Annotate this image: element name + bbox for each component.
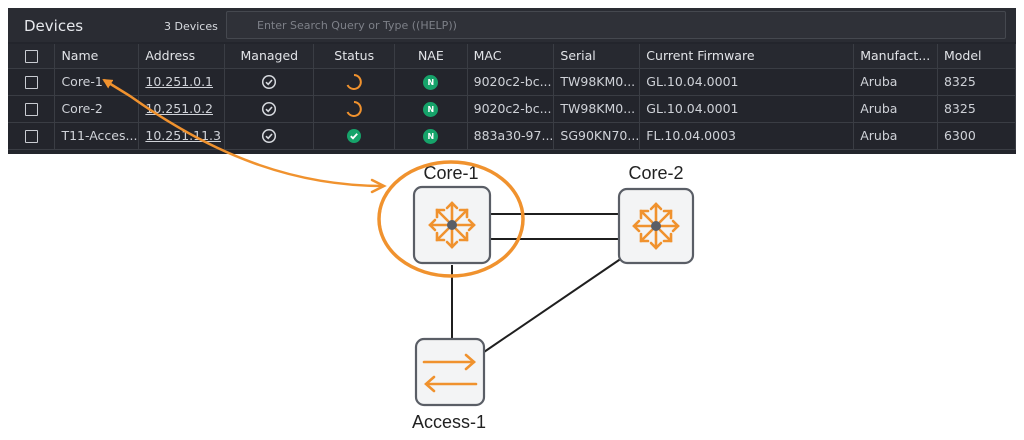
model-cell: 8325 [937, 68, 1016, 96]
access-switch-icon [422, 353, 478, 393]
devices-toolbar: Devices 3 Devices [8, 8, 1016, 42]
device-address-cell: 10.251.0.1 [138, 68, 226, 96]
managed-cell [224, 68, 315, 96]
firmware-cell: GL.10.04.0001 [639, 68, 855, 96]
column-header-current-firmware[interactable]: Current Firmware [639, 44, 855, 69]
panel-title: Devices [24, 17, 84, 35]
device-table: Name Address Managed Status NAE MAC Seri… [8, 44, 1016, 150]
column-header-name[interactable]: Name [54, 44, 140, 69]
nae-badge: N [423, 101, 439, 117]
node-label: Core-1 [423, 163, 478, 183]
topology-node-core-1[interactable]: Core-1 [412, 163, 492, 265]
column-header-status[interactable]: Status [313, 44, 396, 69]
column-header-serial[interactable]: Serial [553, 44, 641, 69]
manufacturer-cell: Aruba [853, 68, 938, 96]
row-checkbox[interactable] [8, 95, 56, 123]
status-cell [313, 68, 396, 96]
checkbox-icon [24, 76, 38, 89]
column-header-managed[interactable]: Managed [224, 44, 315, 69]
status-spinner-icon [346, 73, 363, 90]
mac-cell: 883a30-97... [467, 122, 555, 150]
mac-cell: 9020c2-bc... [467, 95, 555, 123]
managed-cell [224, 95, 315, 123]
firmware-cell: GL.10.04.0001 [639, 95, 855, 123]
manufacturer-cell: Aruba [853, 122, 938, 150]
table-row[interactable]: T11-Acces... 10.251.11.3 N 883a30-97... … [8, 122, 1016, 150]
device-address-link[interactable]: 10.251.0.1 [145, 74, 213, 89]
topology-node-access-1[interactable]: Access-1 [412, 337, 486, 432]
core-switch-icon [428, 201, 476, 249]
table-row[interactable]: Core-2 10.251.0.2 N 9020c2-bc... TW98KM0… [8, 95, 1016, 123]
link-core2-access1 [483, 257, 623, 353]
check-circle-icon [262, 74, 277, 89]
device-name[interactable]: Core-2 [54, 95, 140, 123]
status-spinner-icon [346, 100, 363, 117]
mac-cell: 9020c2-bc... [467, 68, 555, 96]
device-count: 3 Devices [164, 20, 218, 33]
nae-cell: N [394, 95, 468, 123]
model-cell: 6300 [937, 122, 1016, 150]
callout-arrow [102, 78, 385, 188]
serial-cell: TW98KM0... [553, 68, 641, 96]
firmware-cell: FL.10.04.0003 [639, 122, 855, 150]
checkbox-icon [24, 50, 38, 64]
highlight-circle [377, 160, 525, 278]
nae-badge: N [423, 128, 439, 144]
serial-cell: SG90KN70... [553, 122, 641, 150]
devices-panel: Devices 3 Devices Name Address Managed S… [8, 8, 1016, 154]
manufacturer-cell: Aruba [853, 95, 938, 123]
column-header-nae[interactable]: NAE [394, 44, 468, 69]
check-circle-icon [262, 128, 277, 143]
column-header-address[interactable]: Address [138, 44, 226, 69]
table-header-row: Name Address Managed Status NAE MAC Seri… [8, 44, 1016, 69]
column-header-manufacturer[interactable]: Manufact... [853, 44, 938, 69]
status-cell [313, 95, 396, 123]
search-input[interactable] [226, 11, 1006, 39]
access-switch-box [414, 337, 486, 407]
device-address-cell: 10.251.0.2 [138, 95, 226, 123]
status-cell [313, 122, 396, 150]
model-cell: 8325 [937, 95, 1016, 123]
device-name[interactable]: Core-1 [54, 68, 140, 96]
nae-cell: N [394, 68, 468, 96]
serial-cell: TW98KM0... [553, 95, 641, 123]
select-all-checkbox[interactable] [8, 44, 56, 69]
topology-node-core-2[interactable]: Core-2 [617, 163, 695, 265]
nae-cell: N [394, 122, 468, 150]
checkbox-icon [24, 130, 38, 143]
node-label: Core-2 [628, 163, 683, 183]
row-checkbox[interactable] [8, 68, 56, 96]
table-row[interactable]: Core-1 10.251.0.1 N 9020c2-bc... TW98KM0… [8, 68, 1016, 96]
device-name[interactable]: T11-Acces... [54, 122, 140, 150]
column-header-model[interactable]: Model [937, 44, 1016, 69]
check-circle-icon [262, 101, 277, 116]
node-label: Access-1 [412, 412, 486, 432]
row-checkbox[interactable] [8, 122, 56, 150]
column-header-mac[interactable]: MAC [467, 44, 555, 69]
device-address-link[interactable]: 10.251.0.2 [145, 101, 213, 116]
nae-badge: N [423, 74, 439, 90]
core-switch-icon [632, 202, 680, 250]
checkbox-icon [24, 103, 38, 116]
managed-cell [224, 122, 315, 150]
status-ok-icon [347, 128, 362, 143]
callout-arrow-tail [370, 178, 387, 194]
